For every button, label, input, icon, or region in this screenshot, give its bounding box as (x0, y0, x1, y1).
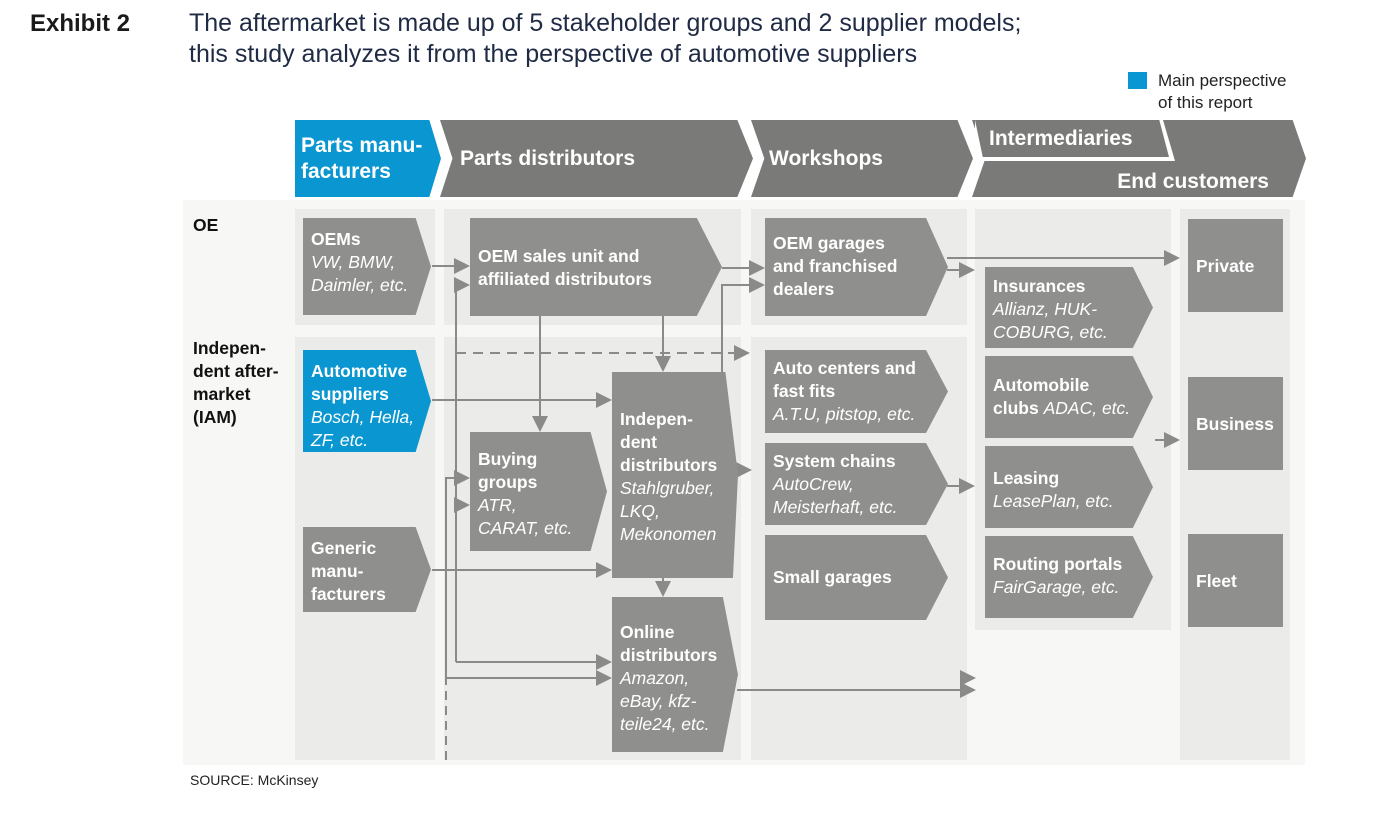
box-examples: CARAT, etc. (478, 518, 573, 538)
box-automobile-clubs: Automobile clubs ADAC, etc. (985, 356, 1153, 438)
box-title: Insurances (993, 276, 1086, 296)
row-label-iam: Indepen- dent after- market (IAM) (193, 337, 279, 429)
box-examples: Stahlgruber, (620, 478, 715, 498)
row-label-line: market (193, 384, 251, 404)
box-title: Buying (478, 449, 538, 469)
box-title: Fleet (1196, 571, 1237, 591)
legend-text: Main perspective of this report (1158, 70, 1328, 114)
box-title: facturers (311, 584, 386, 604)
box-examples: Daimler, etc. (311, 275, 409, 295)
box-examples: ZF, etc. (311, 430, 369, 450)
header-label: Workshops (769, 146, 883, 170)
row-label-line: (IAM) (193, 407, 237, 427)
box-examples: LeasePlan, etc. (993, 491, 1114, 511)
header-parts-distributors: Parts distributors (440, 120, 753, 197)
box-title: Auto centers and (773, 358, 916, 378)
box-title: Automobile (993, 375, 1090, 395)
box-examples: A.T.U, pitstop, etc. (773, 404, 916, 424)
box-examples: FairGarage, etc. (993, 577, 1120, 597)
box-title: System chains (773, 451, 896, 471)
box-title: suppliers (311, 384, 389, 404)
box-examples: teile24, etc. (620, 714, 710, 734)
header-label: Parts distributors (460, 146, 636, 170)
box-title: Generic (311, 538, 377, 558)
box-examples: Allianz, HUK- (993, 299, 1098, 319)
box-title: fast fits (773, 381, 836, 401)
box-examples: Mekonomen (620, 524, 717, 544)
box-examples: VW, BMW, (311, 252, 396, 272)
box-title: OEM garages (773, 233, 885, 253)
row-label-line: dent after- (193, 361, 279, 381)
box-examples: COBURG, etc. (993, 322, 1108, 342)
header-label: Parts manu- (301, 133, 423, 157)
box-title: dent (620, 432, 657, 452)
box-title: affiliated distributors (478, 269, 653, 289)
box-title: Business (1196, 414, 1274, 434)
header-label: Intermediaries (989, 126, 1133, 150)
box-title: Leasing (993, 468, 1060, 488)
header-parts-manufacturers: Parts manu-facturers (295, 120, 441, 197)
box-title: dealers (773, 279, 835, 299)
legend-line-2: of this report (1158, 93, 1253, 112)
box-fleet: Fleet (1188, 534, 1283, 627)
legend-line-1: Main perspective (1158, 71, 1287, 90)
box-business: Business (1188, 377, 1283, 470)
box-title: Online (620, 622, 675, 642)
box-examples: LKQ, (620, 501, 660, 521)
box-examples: AutoCrew, (773, 474, 854, 494)
arrow-to-buying-groups-2 (445, 470, 470, 676)
box-examples: Amazon, (620, 668, 690, 688)
header-label: End customers (1117, 170, 1269, 193)
box-examples: ADAC, etc. (1043, 398, 1131, 418)
box-examples: ATR, (478, 495, 517, 515)
box-examples: Meisterhaft, etc. (773, 497, 898, 517)
box-title: Routing portals (993, 554, 1123, 574)
box-title: manu- (311, 561, 364, 581)
header-intermediaries: Intermediaries (975, 120, 1169, 157)
legend-swatch (1128, 72, 1147, 89)
arrow-to-oem-sales (454, 277, 470, 662)
box-private: Private (1188, 219, 1283, 312)
title-line-2: this study analyzes it from the perspect… (189, 40, 918, 68)
box-title: distributors (620, 455, 718, 475)
box-oem-garages: OEM garages and franchised dealers (765, 218, 948, 316)
header-label: facturers (301, 159, 391, 183)
exhibit-title: The aftermarket is made up of 5 stakehol… (189, 8, 1189, 70)
box-title: Indepen- (620, 409, 693, 429)
box-examples: eBay, kfz- (620, 691, 697, 711)
title-line-1: The aftermarket is made up of 5 stakehol… (189, 9, 1022, 37)
box-title: groups (478, 472, 538, 492)
header-workshops: Workshops (751, 120, 973, 197)
row-label-line: Indepen- (193, 338, 266, 358)
box-title: clubs (993, 398, 1039, 418)
exhibit-label: Exhibit 2 (30, 10, 131, 37)
row-label-oe: OE (193, 215, 219, 235)
box-generic-manufacturers: Generic manu-facturers (303, 527, 431, 612)
box-examples: Bosch, Hella, (311, 407, 415, 427)
box-oem-sales-unit: OEM sales unit and affiliated distributor… (470, 218, 722, 316)
arrow-independent-to-garages (721, 277, 765, 372)
box-title: and franchised (773, 256, 898, 276)
box-title: Automotive (311, 361, 408, 381)
box-title: Small garages (773, 567, 892, 587)
box-title: OEMs (311, 229, 361, 249)
box-title: OEM sales unit and (478, 246, 640, 266)
box-title: Private (1196, 256, 1255, 276)
box-small-garages: Small garages (765, 535, 948, 620)
source-note: SOURCE: McKinsey (190, 772, 319, 788)
box-title: distributors (620, 645, 718, 665)
